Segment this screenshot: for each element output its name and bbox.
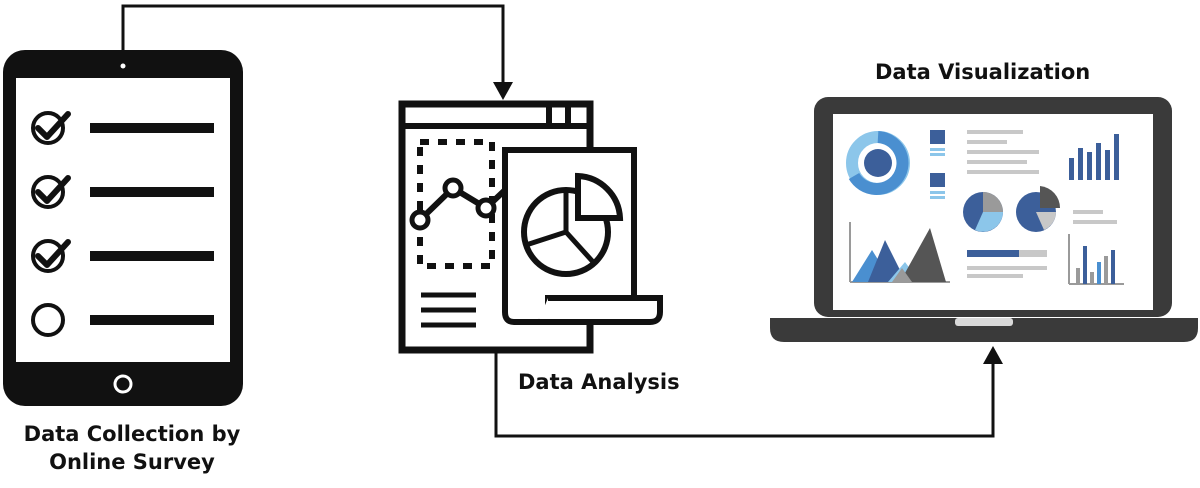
tablet-camera-icon [120,63,126,69]
data-collection-label: Data Collection by Online Survey [14,420,250,476]
flow-arrow-analysis-to-visualization [494,346,1003,438]
survey-answer-line [90,123,214,133]
bar-chart-widget [1069,134,1119,180]
pie-exploded-slice [575,172,624,221]
survey-item [31,175,214,209]
laptop-dashboard-icon [770,97,1198,342]
survey-checklist [31,111,214,337]
data-collection-label-line1: Data Collection by [23,422,241,446]
legend-widget [930,130,945,199]
survey-answer-line [90,251,214,261]
survey-item [31,239,214,273]
text-summary-widget [967,130,1039,174]
pie-chart-document-icon [502,147,663,325]
checkmark-icon [35,111,71,140]
laptop-base [770,318,1198,342]
laptop-trackpad-notch [955,318,1013,326]
checked-circle-icon [31,175,65,209]
survey-item [31,303,214,337]
data-analysis-label: Data Analysis [518,370,680,394]
caption-lines-widget [1073,210,1117,224]
data-visualization-label: Data Visualization [875,60,1091,84]
checkmark-icon [35,239,71,268]
progress-bars-widget [967,250,1047,278]
survey-answer-line [90,187,214,197]
flow-arrow-collection-to-analysis [121,4,513,100]
tablet-home-button-icon [113,374,133,394]
data-collection-label-line2: Online Survey [49,450,215,474]
pie-chart-widget-2 [1016,186,1061,232]
tablet-survey-icon [3,50,243,406]
empty-circle-icon [31,303,65,337]
arrowhead-down-icon [493,82,513,100]
donut-chart-widget [846,131,910,195]
checked-circle-icon [31,111,65,145]
checkmark-icon [35,175,71,204]
mini-bar-chart-widget [1068,234,1124,285]
arrowhead-up-icon [983,346,1003,364]
survey-item [31,111,214,145]
checked-circle-icon [31,239,65,273]
analysis-documents-icon [398,100,663,354]
pie-chart-widget-1 [963,192,1003,232]
survey-answer-line [90,315,214,325]
area-chart-widget [849,222,950,283]
